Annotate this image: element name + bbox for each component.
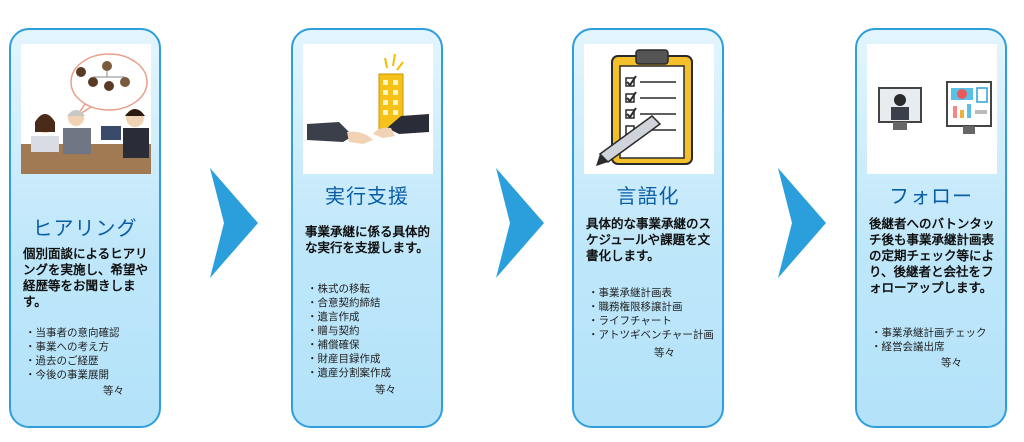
list-item: 財産目録作成 (307, 352, 437, 366)
etc-label: 等々 (375, 384, 396, 396)
step-title: 言語化 (616, 184, 680, 208)
step-item-list: 事業承継計画チェック 経営会議出席 (871, 326, 1001, 354)
list-item: 遺産分割案作成 (307, 366, 437, 380)
step-description: 事業承継に係る具体的な実行を支援します。 (305, 224, 431, 255)
handover-illustration (303, 44, 433, 174)
list-item: 職務権限移譲計画 (588, 300, 718, 314)
list-item: 補償確保 (307, 338, 437, 352)
list-item: 事業への考え方 (25, 340, 155, 354)
etc-label: 等々 (941, 357, 962, 369)
list-item: 事業承継計画表 (588, 286, 718, 300)
step-title: 実行支援 (325, 184, 409, 208)
right-arrow-icon (778, 168, 826, 278)
list-item: 合意契約締結 (307, 296, 437, 310)
right-arrow-icon (496, 168, 544, 278)
list-item: 経営会議出席 (871, 340, 1001, 354)
step-item-list: 事業承継計画表 職務権限移譲計画 ライフチャート アトツギベンチャー計画 (588, 286, 718, 342)
step-description: 後継者へのバトンタッチ後も事業承継計画表の定期チェック等により、後継者と会社をフ… (869, 216, 995, 295)
step-item-list: 当事者の意向確認 事業への考え方 過去のご経歴 今後の事業展開 (25, 326, 155, 382)
meeting-illustration (21, 44, 151, 174)
step-card-follow-up: フォロー 後継者へのバトンタッチ後も事業承継計画表の定期チェック等により、後継者… (855, 28, 1007, 428)
list-item: 過去のご経歴 (25, 354, 155, 368)
list-item: 贈与契約 (307, 324, 437, 338)
list-item: アトツギベンチャー計画 (588, 328, 718, 342)
clipboard-illustration (584, 44, 714, 174)
list-item: 事業承継計画チェック (871, 326, 1001, 340)
step-card-execution-support: 実行支援 事業承継に係る具体的な実行を支援します。 株式の移転 合意契約締結 遺… (291, 28, 443, 428)
step-title: ヒアリング (32, 216, 138, 240)
step-description: 個別面談によるヒアリングを実施し、希望や経歴等をお聞きします。 (23, 246, 149, 309)
step-card-hearing: ヒアリング 個別面談によるヒアリングを実施し、希望や経歴等をお聞きします。 当事… (9, 28, 161, 428)
list-item: 今後の事業展開 (25, 368, 155, 382)
right-arrow-icon (210, 168, 258, 278)
etc-label: 等々 (654, 347, 675, 359)
etc-label: 等々 (103, 385, 124, 397)
step-title: フォロー (889, 184, 973, 208)
step-description: 具体的な事業承継のスケジュールや課題を文書化します。 (586, 216, 712, 263)
list-item: 株式の移転 (307, 282, 437, 296)
step-card-documentation: 言語化 具体的な事業承継のスケジュールや課題を文書化します。 事業承継計画表 職… (572, 28, 724, 428)
online-meeting-illustration (867, 44, 997, 174)
list-item: 当事者の意向確認 (25, 326, 155, 340)
list-item: ライフチャート (588, 314, 718, 328)
list-item: 遺言作成 (307, 310, 437, 324)
step-item-list: 株式の移転 合意契約締結 遺言作成 贈与契約 補償確保 財産目録作成 遺産分割案… (307, 282, 437, 380)
